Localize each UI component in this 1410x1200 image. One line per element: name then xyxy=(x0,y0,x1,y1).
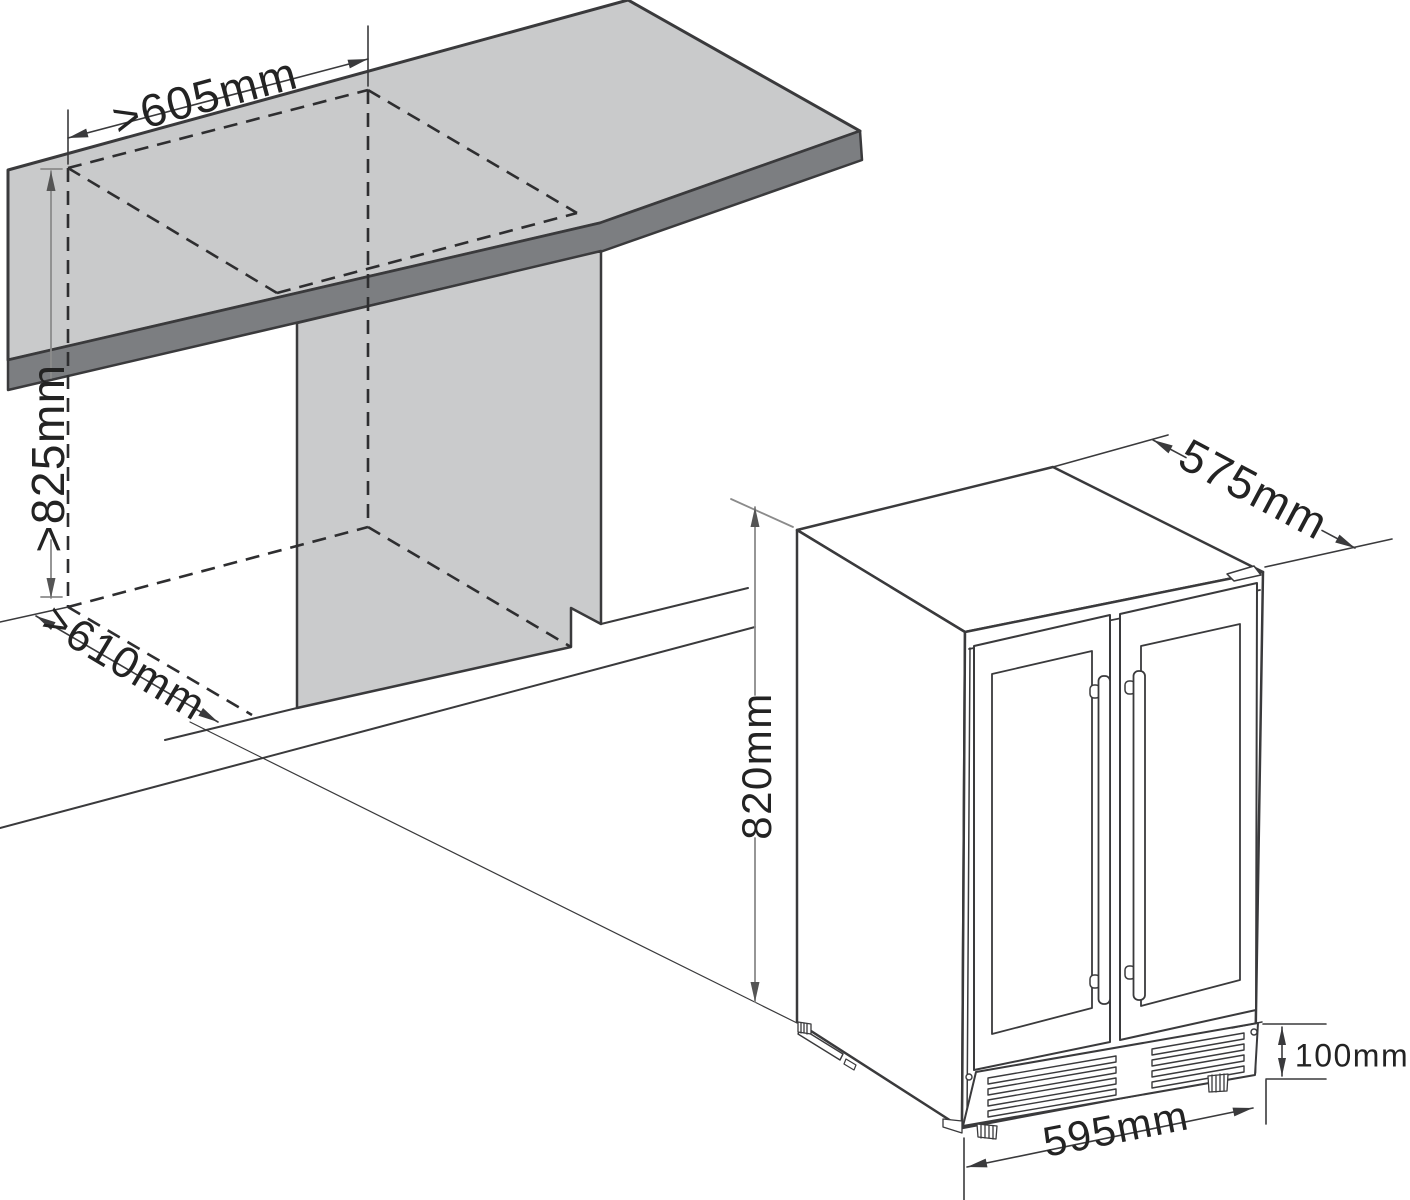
plinth-height-dimension xyxy=(1262,1023,1327,1080)
grille-screw-left xyxy=(965,1073,973,1081)
appliance-height-label: 820mm xyxy=(733,692,780,840)
cutout-height-dimension xyxy=(40,168,63,599)
left-door-handle xyxy=(1097,675,1111,1005)
right-door-handle xyxy=(1132,670,1146,1001)
hinge-plate xyxy=(1226,565,1262,582)
appliance-width-dimension xyxy=(963,1079,1267,1200)
front-right-foot xyxy=(1207,1073,1229,1093)
right-door-glass xyxy=(1140,623,1241,1007)
dimension-lines xyxy=(35,25,1393,1200)
wine-cooler xyxy=(795,465,1265,1140)
appliance-height-dimension xyxy=(730,498,794,1003)
adjustable-feet xyxy=(797,1021,1229,1140)
appliance-depth-dimension xyxy=(1052,434,1393,568)
cutout-depth-dimension xyxy=(35,615,219,723)
floor-perspective-line xyxy=(189,721,798,1024)
grille-screw-right xyxy=(1250,1028,1258,1036)
countertop-front-edge-band xyxy=(6,129,864,392)
plinth-height-label: 100mm xyxy=(1294,1037,1410,1074)
cutout-height-label: >825mm xyxy=(22,363,74,553)
front-left-foot xyxy=(976,1123,998,1140)
ventilation-grille xyxy=(962,1021,1263,1127)
recess-back-panel xyxy=(295,249,603,710)
side-vent-slot-small xyxy=(843,1058,857,1071)
left-door-glass xyxy=(991,650,1093,1035)
cooler-side-face xyxy=(795,528,967,1130)
floor-lines xyxy=(0,587,798,1024)
cutout-width-dimension xyxy=(67,25,369,165)
countertop xyxy=(6,0,864,392)
cutout-dashed-lines xyxy=(66,88,578,717)
front-left-corner-bracket xyxy=(942,1118,963,1134)
